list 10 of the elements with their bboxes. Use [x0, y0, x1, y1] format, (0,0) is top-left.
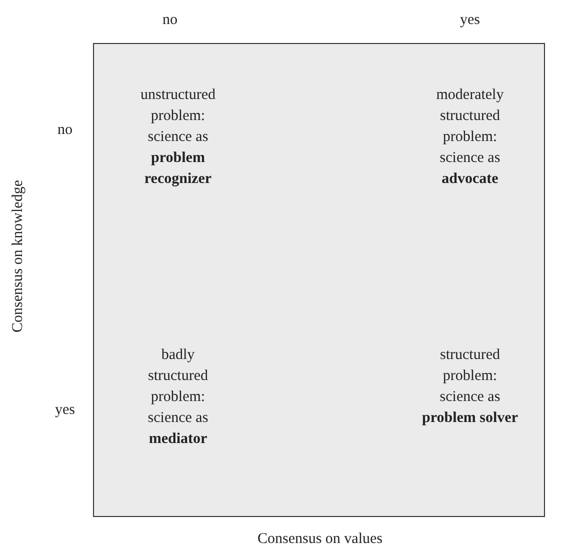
axis-title: Consensus on knowledge	[9, 180, 27, 332]
row-heading: no	[56, 121, 74, 140]
quadrant-text: structured problem: science as problem solver	[422, 346, 518, 428]
column-heading: no	[162, 11, 178, 30]
column-heading: yes	[459, 11, 481, 30]
quadrant-text: unstructured problem: science as problem recognizer	[140, 86, 216, 189]
quadrant-text: badly structured problem: science as mediator	[146, 346, 210, 449]
quadrant-text: moderately structured problem: science as advocate	[435, 86, 505, 189]
axis-title: Consensus on values	[256, 530, 384, 549]
row-heading: yes	[54, 401, 76, 420]
